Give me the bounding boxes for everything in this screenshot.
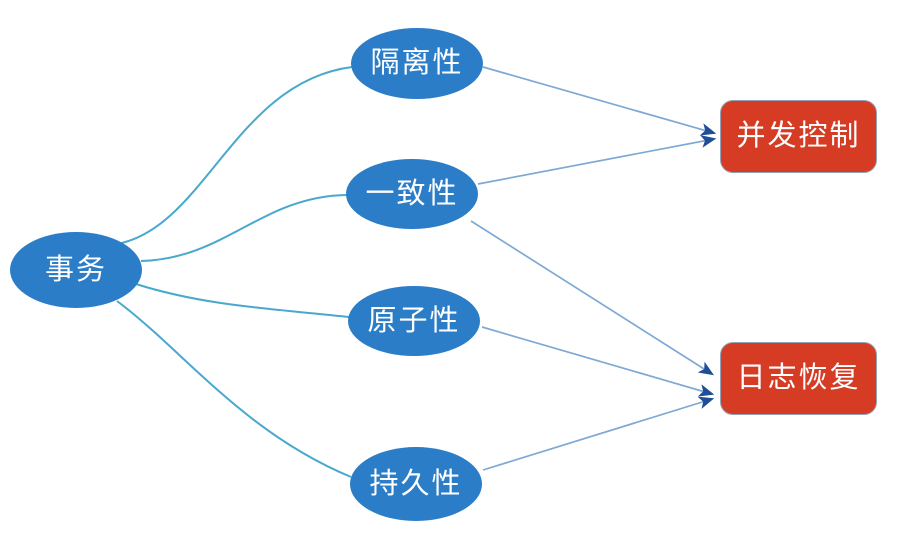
node-consistency: 一致性 [346, 159, 478, 229]
node-transaction-label: 事务 [44, 253, 107, 286]
edge-durability-logrecovery [482, 396, 715, 471]
node-consistency-label: 一致性 [365, 177, 459, 210]
node-concurrency-control-label: 并发控制 [736, 120, 861, 152]
node-log-recovery-label: 日志恢复 [736, 362, 861, 394]
node-isolation-label: 隔离性 [370, 47, 464, 79]
edge-root-durability [116, 300, 352, 478]
edge-isolation-concurrency [482, 66, 717, 136]
node-durability-label: 持久性 [369, 467, 463, 500]
edge-root-atomicity [135, 283, 350, 318]
edge-root-consistency [140, 194, 348, 262]
edge-consistency-logrecovery [470, 220, 715, 376]
node-isolation: 隔离性 [351, 28, 483, 99]
edge-consistency-concurrency [477, 135, 717, 185]
node-transaction: 事务 [10, 232, 142, 308]
node-concurrency-control: 并发控制 [720, 100, 877, 173]
edge-atomicity-logrecovery [481, 326, 715, 397]
node-atomicity-label: 原子性 [367, 304, 461, 337]
node-atomicity: 原子性 [348, 286, 480, 356]
edge-root-isolation [116, 66, 353, 245]
node-durability: 持久性 [350, 447, 482, 521]
node-log-recovery: 日志恢复 [720, 342, 877, 415]
